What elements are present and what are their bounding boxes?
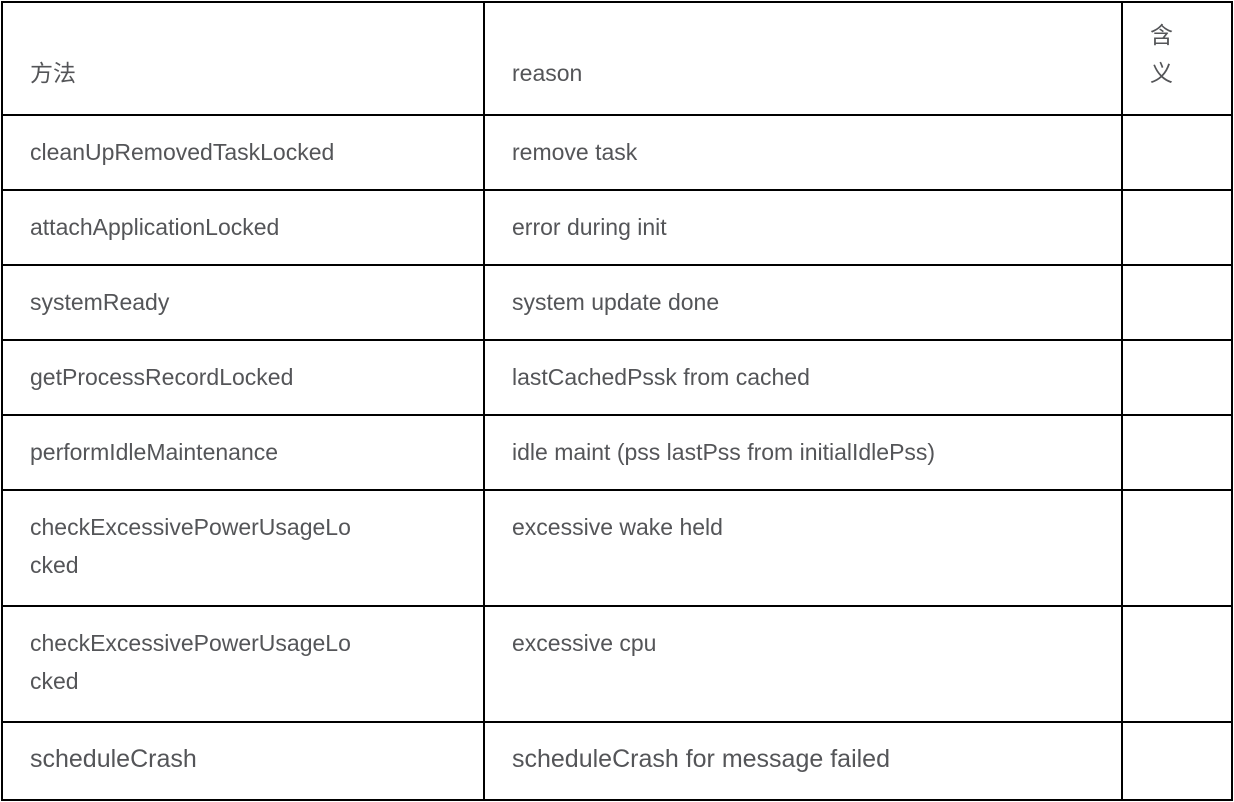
column-header-method: 方法 (1, 1, 485, 116)
reason-cell: remove task (483, 114, 1123, 191)
reason-cell: system update done (483, 264, 1123, 341)
reason-cell: idle maint (pss lastPss from initialIdle… (483, 414, 1123, 491)
meaning-cell (1121, 339, 1233, 416)
meaning-cell (1121, 721, 1233, 801)
method-cell: checkExcessivePowerUsageLo cked (1, 605, 485, 723)
method-cell: getProcessRecordLocked (1, 339, 485, 416)
method-cell: performIdleMaintenance (1, 414, 485, 491)
column-header-reason: reason (483, 1, 1123, 116)
reason-cell: excessive cpu (483, 605, 1123, 723)
table-row: checkExcessivePowerUsageLo cked excessiv… (1, 605, 1233, 723)
table-row: scheduleCrash scheduleCrash for message … (1, 721, 1233, 801)
meaning-cell (1121, 489, 1233, 607)
reason-cell: scheduleCrash for message failed (483, 721, 1123, 801)
table-body: cleanUpRemovedTaskLocked remove task att… (1, 114, 1233, 801)
table-row: getProcessRecordLocked lastCachedPssk fr… (1, 339, 1233, 416)
header-row: 方法 reason 含 义 (1, 1, 1233, 116)
meaning-cell (1121, 114, 1233, 191)
meaning-cell (1121, 414, 1233, 491)
reason-cell: error during init (483, 189, 1123, 266)
table-row: cleanUpRemovedTaskLocked remove task (1, 114, 1233, 191)
method-cell: scheduleCrash (1, 721, 485, 801)
table-row: attachApplicationLocked error during ini… (1, 189, 1233, 266)
method-cell: systemReady (1, 264, 485, 341)
method-cell: checkExcessivePowerUsageLo cked (1, 489, 485, 607)
method-cell: attachApplicationLocked (1, 189, 485, 266)
table-row: systemReady system update done (1, 264, 1233, 341)
column-header-meaning: 含 义 (1121, 1, 1233, 116)
meaning-cell (1121, 605, 1233, 723)
method-cell: cleanUpRemovedTaskLocked (1, 114, 485, 191)
meaning-cell (1121, 189, 1233, 266)
reason-cell: excessive wake held (483, 489, 1123, 607)
table-row: performIdleMaintenance idle maint (pss l… (1, 414, 1233, 491)
reason-cell: lastCachedPssk from cached (483, 339, 1123, 416)
table-header: 方法 reason 含 义 (1, 1, 1233, 116)
table-row: checkExcessivePowerUsageLo cked excessiv… (1, 489, 1233, 607)
meaning-cell (1121, 264, 1233, 341)
